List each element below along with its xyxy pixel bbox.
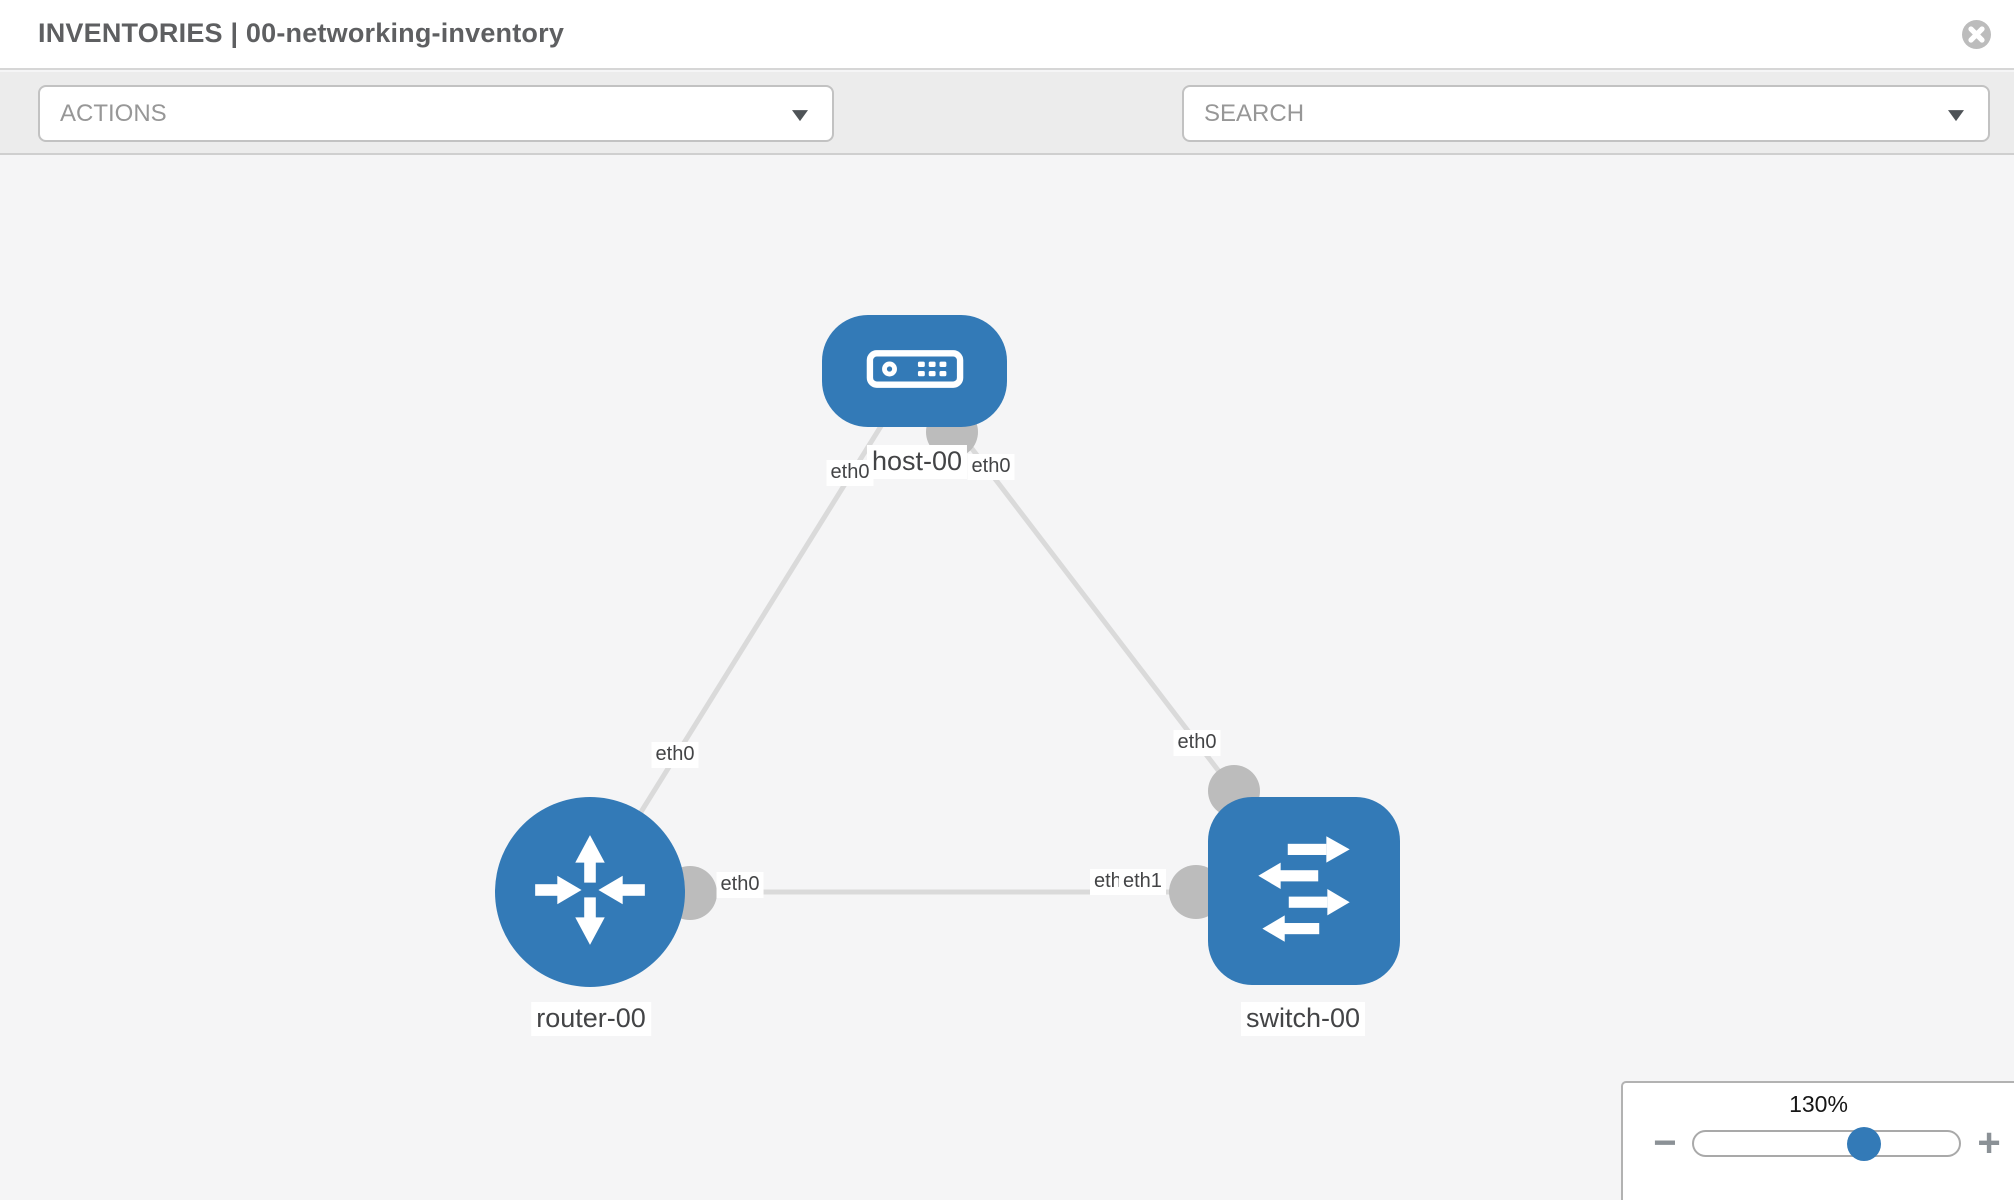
server-icon (866, 349, 964, 394)
links-layer (587, 371, 1260, 920)
zoom-out-button[interactable]: − (1643, 1121, 1687, 1165)
node-label-router: router-00 (531, 1002, 651, 1036)
chevron-down-icon (792, 109, 808, 121)
close-button[interactable] (1961, 19, 1992, 50)
zoom-panel: 130% − + (1621, 1081, 2014, 1200)
route-arrows-icon (532, 832, 648, 953)
node-router-00[interactable] (495, 797, 685, 987)
actions-dropdown-label: ACTIONS (60, 99, 167, 127)
search-dropdown-label: SEARCH (1204, 99, 1305, 127)
link-host-router[interactable] (587, 371, 917, 896)
node-switch-00[interactable] (1208, 797, 1400, 985)
zoom-slider-handle[interactable] (1847, 1127, 1881, 1161)
zoom-slider-track[interactable] (1692, 1130, 1961, 1157)
zoom-in-button[interactable]: + (1967, 1121, 2011, 1165)
topology-canvas[interactable]: host-00 router-00 switch-00 eth0 eth0 et… (0, 157, 2014, 1200)
actions-dropdown[interactable]: ACTIONS (38, 85, 834, 142)
chevron-down-icon (1948, 109, 1964, 121)
node-host-00[interactable] (822, 315, 1007, 427)
node-label-host: host-00 (866, 445, 968, 479)
interface-label: eth0 (1173, 730, 1221, 756)
close-icon (1961, 20, 1992, 53)
interface-label: eth0 (716, 872, 764, 898)
interface-label: eth0 (967, 454, 1015, 480)
toolbar: ACTIONS SEARCH (0, 72, 2014, 205)
exchange-arrows-icon (1238, 823, 1370, 960)
titlebar: INVENTORIES | 00-networking-inventory (0, 0, 2014, 70)
page-title: INVENTORIES | 00-networking-inventory (38, 18, 565, 48)
interface-label: eth0 (826, 460, 874, 486)
interface-label: eth0 (651, 742, 699, 768)
interface-label: eth1 (1119, 869, 1166, 895)
search-dropdown[interactable]: SEARCH (1182, 85, 1990, 142)
zoom-level-label: 130% (1789, 1091, 1848, 1117)
node-label-switch: switch-00 (1240, 1002, 1366, 1036)
